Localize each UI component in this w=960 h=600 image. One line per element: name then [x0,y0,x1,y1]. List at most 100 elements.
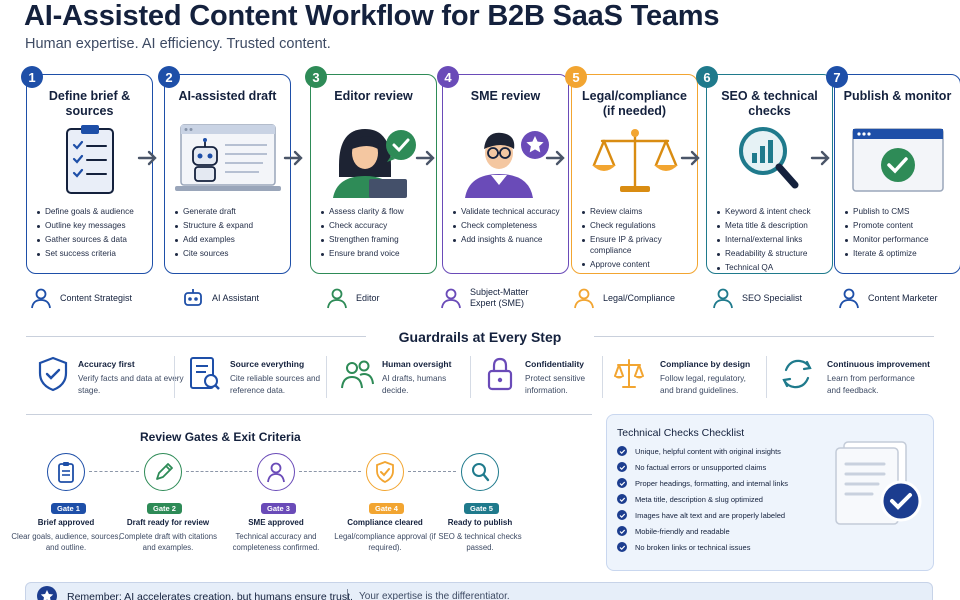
guardrail-oversight: Human oversight AI drafts, humans decide… [340,354,490,404]
gate-desc: Technical accuracy and completeness conf… [232,532,320,552]
step-number-badge: 2 [158,66,180,88]
person-icon [713,288,733,309]
checklist-item: Images have alt text and are properly la… [617,509,785,521]
checklist-item: Proper headings, formatting, and interna… [617,477,788,489]
guardrail-title: Confidentiality [525,359,585,369]
gate-connector [186,471,252,472]
person-icon [839,288,859,309]
list-item: Promote content [845,221,956,232]
gate-tag: Gate 4 [369,503,404,514]
step-title: Define brief & sources [48,89,131,118]
step-number-badge: 6 [696,66,718,88]
role-content-marketer: Content Marketer [838,286,938,310]
check-icon [617,542,627,552]
list-item: Publish to CMS [845,207,956,218]
footer-banner [25,582,933,600]
step-items: Publish to CMS Promote content Monitor p… [845,207,956,263]
scales-icon [614,359,644,388]
gate-desc: SEO & technical checks passed. [438,532,522,552]
people-icon [341,360,374,389]
document-search-icon [190,357,220,390]
list-item: Add insights & nuance [453,235,564,246]
gate-name: Ready to publish [447,518,513,527]
step-card-3: Editor review Assess clarity & flow Chec… [310,74,437,274]
list-item: Generate draft [175,207,286,218]
role-content-strategist: Content Strategist [30,286,132,310]
guardrail-desc: Cite reliable sources and reference data… [230,374,321,395]
gate-name: SME approved [248,518,304,527]
step-card-7: Publish & monitor Publish to CMS Promote… [834,74,960,274]
list-item: Ensure IP & privacy compliance [582,235,693,256]
gate-connector [299,471,361,472]
guardrail-source: Source everything Cite reliable sources … [188,354,338,404]
guardrail-desc: Learn from performance and feedback. [827,374,915,395]
guardrails-title: Guardrails at Every Step [398,329,562,345]
check-icon [617,526,627,536]
list-item: Ensure brand voice [321,249,432,260]
shield-check-icon [38,356,68,392]
gate-desc: Legal/compliance approval (if required). [334,532,436,552]
check-icon [617,462,627,472]
guardrail-confidentiality: Confidentiality Protect sensitive inform… [483,354,603,404]
step-items: Review claims Check regulations Ensure I… [582,207,693,274]
pencil-icon [156,463,173,480]
gate-name: Compliance cleared [347,518,423,527]
gate-1-icon [47,453,85,491]
step-title: AI-assisted draft [178,89,277,103]
page-subtitle: Human expertise. AI efficiency. Trusted … [25,36,331,52]
check-icon [617,478,627,488]
arrow-right-icon [545,150,565,166]
scales-icon [592,129,678,192]
guardrail-desc: Verify facts and data at every stage. [78,374,184,395]
clipboard-checklist-icon [66,125,114,194]
gate-4-icon [366,453,404,491]
checklist-item: Unique, helpful content with original in… [617,445,781,457]
guardrail-desc: Follow legal, regulatory, and brand guid… [660,374,746,395]
list-item: Iterate & optimize [845,249,956,260]
gate-connector [408,471,456,472]
step-number-badge: 3 [305,66,327,88]
step-title: Publish & monitor [843,89,952,103]
step-title: Editor review [334,89,413,103]
role-editor: Editor [326,286,380,310]
person-icon [31,288,51,309]
divider [594,336,934,337]
guardrail-title: Continuous improvement [827,359,930,369]
gate-desc: Complete draft with citations and exampl… [119,532,217,552]
checklist-item: No factual errors or unsupported claims [617,461,766,473]
clipboard-icon [58,462,74,483]
list-item: Validate technical accuracy [453,207,564,218]
step-card-2: AI-assisted draft Generate draft Structu… [164,74,291,274]
shield-check-icon [376,461,394,483]
list-item: Approve content [582,260,693,271]
guardrail-improvement: Continuous improvement Learn from perfor… [780,354,940,404]
step-number-badge: 7 [826,66,848,88]
list-item: Check regulations [582,221,693,232]
role-ai-assistant: AI Assistant [182,286,259,310]
step-title: SEO & technical checks [721,89,818,118]
gate-name: Brief approved [37,518,95,527]
list-item: Assess clarity & flow [321,207,432,218]
list-item: Check accuracy [321,221,432,232]
step-items: Validate technical accuracy Check comple… [453,207,564,249]
divider [26,414,592,415]
guardrail-desc: Protect sensitive information. [525,374,586,395]
role-legal-compliance: Legal/Compliance [573,286,675,310]
cycle-arrows-icon [782,359,812,389]
check-icon [617,494,627,504]
document-check-icon [835,441,922,525]
guardrail-title: Human oversight [382,359,452,369]
list-item: Add examples [175,235,286,246]
step-card-5: Legal/compliance (if needed) Review clai… [571,74,698,274]
role-label: SEO Specialist [742,292,803,303]
list-item: Define goals & audience [37,207,148,218]
step-items: Assess clarity & flow Check accuracy Str… [321,207,432,263]
divider [766,356,767,398]
list-item: Structure & expand [175,221,286,232]
list-item: Readability & structure [717,249,828,260]
gate-connector [89,471,139,472]
step-items: Keyword & intent check Meta title & desc… [717,207,828,277]
guardrail-desc: AI drafts, humans decide. [382,374,447,395]
page-title: AI-Assisted Content Workflow for B2B Saa… [24,0,720,32]
divider [347,589,348,600]
